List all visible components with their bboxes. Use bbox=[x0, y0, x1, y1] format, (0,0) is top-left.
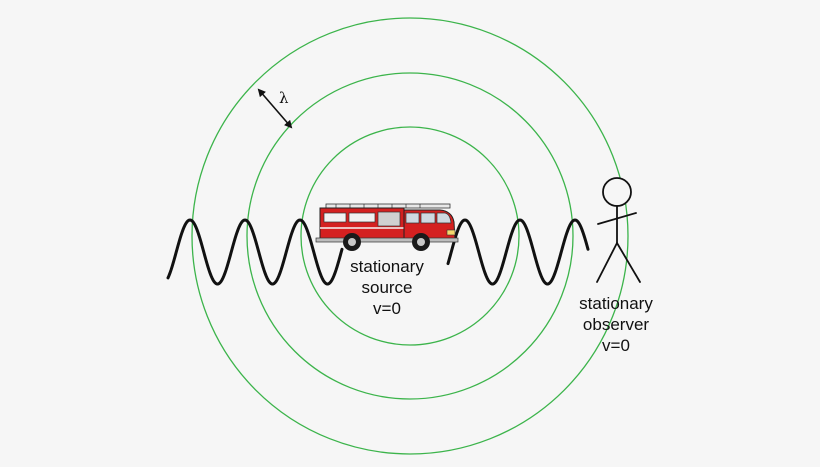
wavefront-middle bbox=[246, 72, 574, 400]
observer-label-line1: stationary bbox=[579, 294, 653, 313]
observer-label: stationary observer v=0 bbox=[552, 293, 680, 356]
observer-label-line2: observer bbox=[582, 315, 650, 334]
fire-truck-icon bbox=[315, 203, 459, 251]
sound-wave-left bbox=[166, 218, 344, 286]
source-label: stationary source v=0 bbox=[327, 256, 447, 319]
stick-figure-icon bbox=[596, 177, 641, 283]
wavefront-inner bbox=[300, 126, 520, 346]
source-label-line2: source bbox=[361, 278, 413, 297]
observer-label-line3: v=0 bbox=[602, 336, 630, 355]
sound-wave-right bbox=[446, 218, 590, 286]
wavefront-outer bbox=[191, 17, 629, 455]
source-label-line3: v=0 bbox=[373, 299, 401, 318]
source-label-line1: stationary bbox=[350, 257, 424, 276]
wavelength-label: λ bbox=[279, 89, 289, 107]
wavelength-arrow bbox=[257, 88, 293, 129]
